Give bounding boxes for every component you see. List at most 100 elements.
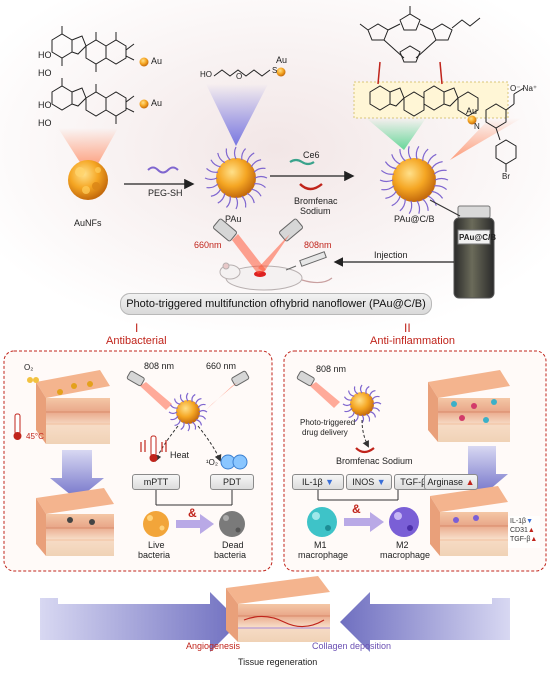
peg-chain-icon — [433, 169, 447, 175]
peg-chain-icon — [195, 419, 203, 426]
peg-chain-icon — [217, 193, 226, 204]
peg-chain-icon — [185, 392, 189, 402]
arrow-polarize — [344, 512, 384, 532]
peg-chain-icon — [233, 146, 237, 160]
s-label: S — [272, 66, 278, 75]
ampersand-left: & — [188, 506, 197, 520]
au-label: Au — [151, 98, 163, 108]
peg-chain-icon — [416, 200, 421, 214]
peg-chain-icon — [241, 148, 247, 161]
numeral-i: I — [135, 321, 139, 335]
arrow-up-icon: ▲ — [527, 527, 535, 534]
ho-label: HO — [38, 68, 52, 78]
sodium-label: Sodium — [300, 206, 331, 216]
laser-808-right — [296, 370, 340, 408]
laser-808-left — [126, 370, 172, 410]
arrow-singlet-o2 — [197, 425, 222, 462]
numeral-ii: II — [404, 321, 411, 335]
au-label: Au — [151, 56, 163, 66]
peg-chain-icon — [147, 166, 179, 174]
peg-chain-icon — [422, 148, 429, 161]
peg-chain-icon — [253, 167, 266, 173]
m2-macrophage-icon — [389, 507, 419, 537]
peg-chain-icon — [250, 159, 262, 168]
beam-cone-purple — [206, 84, 268, 146]
peg-chain-icon — [217, 152, 226, 164]
title-banner: Photo-triggered multifunction ofhybrid n… — [120, 293, 432, 315]
peg-chain-icon — [365, 413, 371, 422]
arrow-bottom-left — [40, 592, 240, 652]
arrow-down-icon: ▼ — [526, 518, 534, 525]
peg-chain-icon — [195, 397, 202, 405]
laser-808-right-label: 808 nm — [316, 364, 347, 374]
live-label-2: bacteria — [138, 550, 171, 560]
peg-chain-icon — [381, 185, 395, 191]
marker-inos-label: INOS — [352, 477, 375, 487]
peg-chain-icon — [427, 195, 437, 206]
peg-chain-icon — [385, 191, 397, 199]
anti-inflammation-heading: Anti-inflammation — [370, 335, 455, 347]
nanoflower-right — [342, 384, 382, 424]
vial-icon — [453, 205, 495, 299]
m1-label-2: macrophage — [298, 550, 349, 560]
polydopamine-structure — [51, 26, 135, 124]
arrow-bottom-right — [340, 592, 510, 652]
bromfenac-icon — [299, 183, 323, 191]
marker-inos: INOS ▼ — [346, 474, 392, 490]
au-label: Au — [466, 106, 478, 116]
o2-bubble-icon — [27, 377, 33, 383]
peg-chain-icon — [359, 384, 363, 394]
peg-chain-icon — [347, 390, 355, 397]
peg-chain-icon — [369, 411, 377, 418]
peg-chain-icon — [371, 395, 380, 401]
o-label: O — [236, 72, 243, 81]
link-line — [377, 61, 381, 85]
au-dot-icon — [139, 57, 149, 67]
marker-tgfb-label: TGF-β — [400, 477, 427, 487]
arrow-down-icon: ▼ — [376, 477, 386, 487]
peg-chain-icon — [225, 195, 231, 208]
peg-chain-icon — [369, 389, 376, 397]
au-dot-icon — [467, 115, 477, 125]
tissue-marker-box — [508, 516, 540, 548]
pda-structure-right — [369, 85, 479, 117]
peg-chain-icon — [399, 199, 406, 212]
bromfenac-sodium-label: Bromfenac Sodium — [336, 456, 413, 466]
peg-chain-icon — [168, 411, 178, 415]
injection-label: Injection — [374, 250, 408, 260]
peg-chain-icon — [434, 185, 448, 191]
m2-label-2: macrophage — [380, 550, 431, 560]
peg-chain-icon — [431, 190, 444, 199]
peg-chain-icon — [415, 146, 420, 160]
bromfenac-structure — [485, 87, 525, 172]
n-label: N — [474, 122, 480, 131]
arrow-drug-release — [361, 419, 369, 448]
laser-808-left-label: 808 nm — [144, 361, 175, 371]
peg-chain-icon — [344, 407, 353, 413]
peg-chain-icon — [191, 421, 197, 430]
bromfenac-label: Bromfenac — [294, 196, 338, 206]
peg-sh-structure — [213, 69, 271, 77]
dead-label-2: bacteria — [214, 550, 247, 560]
peg-chain-icon — [241, 195, 247, 208]
peg-chain-icon — [354, 414, 359, 423]
peg-chain-icon — [246, 152, 255, 163]
peg-chain-icon — [380, 169, 394, 175]
pau-cb-particle — [379, 146, 449, 214]
peg-chain-icon — [353, 386, 359, 395]
peg-chain-icon — [191, 393, 196, 402]
peg-chain-icon — [422, 198, 429, 211]
bromfenac-released-icon — [355, 447, 375, 454]
marker-arginase-label: Arginase — [427, 477, 464, 487]
skin-block-healed-right — [430, 486, 508, 556]
delivery-label-2: drug delivery — [302, 428, 348, 437]
peg-chain-icon — [187, 422, 191, 432]
mptt-box: mPTT — [132, 474, 180, 490]
delivery-label-1: Photo-triggered — [300, 418, 356, 427]
angiogenesis-label: Angiogenesis — [186, 641, 241, 651]
peg-chain-icon — [408, 200, 413, 214]
peg-chain-icon — [206, 167, 219, 173]
pau-cb-label: PAu@C/B — [394, 214, 435, 224]
aunfs-label: AuNFs — [74, 218, 102, 228]
